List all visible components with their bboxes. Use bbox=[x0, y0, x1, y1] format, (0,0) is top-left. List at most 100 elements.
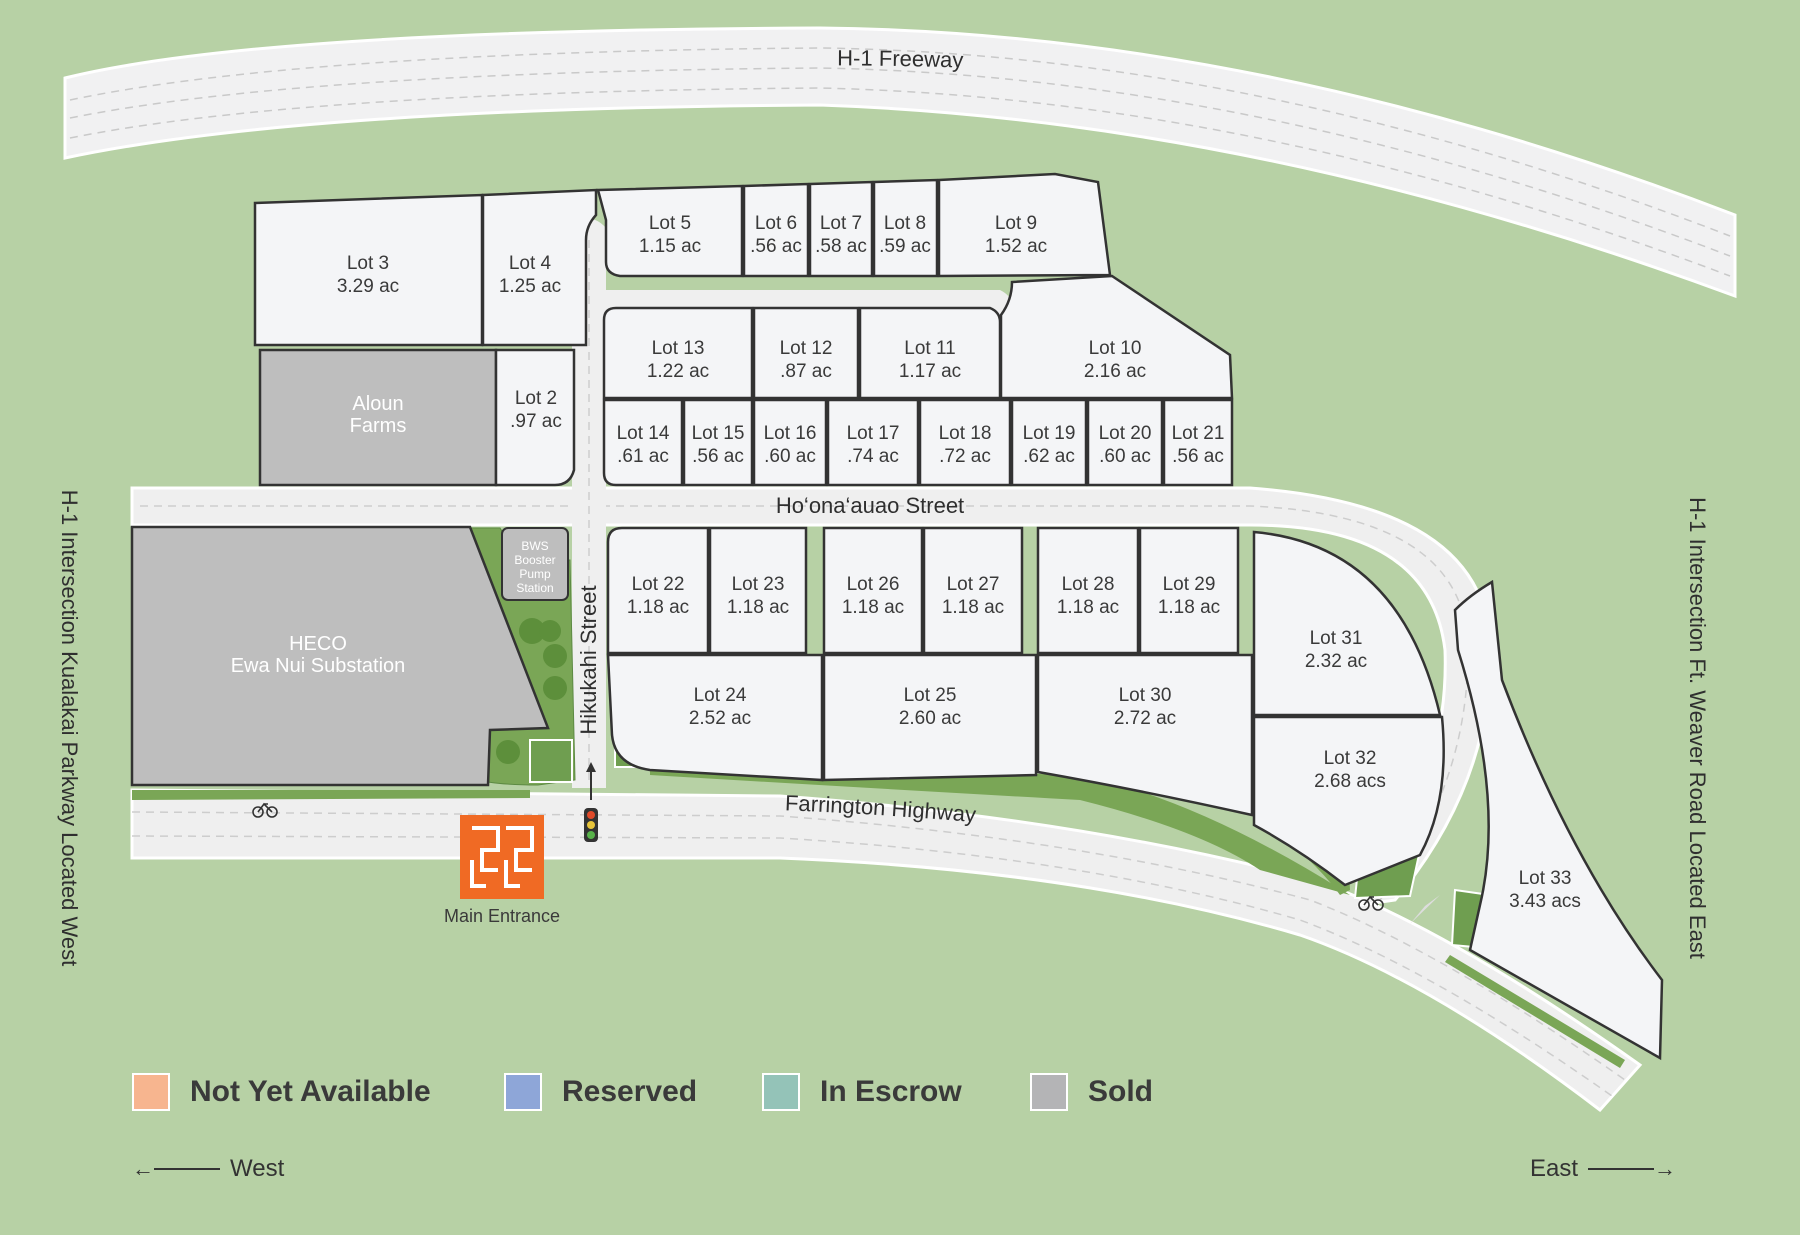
lot-shape[interactable] bbox=[682, 398, 754, 487]
lot-size: 1.18 ac bbox=[842, 597, 904, 618]
lot-shape[interactable] bbox=[826, 398, 920, 487]
lot-22-parcel[interactable]: Lot 221.18 ac bbox=[606, 526, 710, 655]
lot-26-parcel[interactable]: Lot 261.18 ac bbox=[822, 526, 924, 655]
lot-3-parcel[interactable]: Lot 33.29 ac bbox=[253, 193, 484, 347]
heco-substation-parcel[interactable]: HECO Ewa Nui Substation bbox=[130, 525, 550, 787]
lot-shape[interactable] bbox=[918, 398, 1012, 487]
lot-shape[interactable] bbox=[606, 526, 710, 655]
lot-size: .72 ac bbox=[939, 446, 991, 467]
lot-29-parcel[interactable]: Lot 291.18 ac bbox=[1138, 526, 1240, 655]
lot-21-parcel[interactable]: Lot 21.56 ac bbox=[1162, 398, 1234, 487]
lot-shape[interactable] bbox=[1010, 398, 1088, 487]
lot-shape[interactable] bbox=[752, 306, 860, 400]
legend: Not Yet Available Reserved In Escrow Sol… bbox=[132, 1070, 1172, 1118]
lot-15-parcel[interactable]: Lot 15.56 ac bbox=[682, 398, 754, 487]
entry-arrow-icon bbox=[586, 762, 596, 800]
lot-shape[interactable] bbox=[808, 180, 874, 278]
lot-shape[interactable] bbox=[494, 348, 576, 487]
lot-shape[interactable] bbox=[606, 653, 824, 782]
lot-28-parcel[interactable]: Lot 281.18 ac bbox=[1036, 526, 1140, 655]
west-direction: ← West bbox=[132, 1155, 284, 1183]
lot-shape[interactable] bbox=[596, 184, 744, 278]
svg-text:BWS: BWS bbox=[521, 539, 548, 553]
lot-shape[interactable] bbox=[822, 526, 924, 655]
lot-name: Lot 20 bbox=[1099, 423, 1152, 444]
lot-shape[interactable] bbox=[1453, 579, 1664, 1061]
west-side-label: H-1 Intersection Kualakai Parkway Locate… bbox=[57, 490, 82, 967]
h1-freeway bbox=[63, 26, 1737, 299]
lot-2-parcel[interactable]: Lot 2.97 ac bbox=[494, 348, 576, 487]
lot-shape[interactable] bbox=[999, 274, 1234, 400]
legend-item-not-yet-available: Not Yet Available bbox=[132, 1070, 431, 1114]
lot-shape[interactable] bbox=[822, 653, 1038, 782]
lot-10-parcel[interactable]: Lot 102.16 ac bbox=[999, 274, 1234, 400]
lot-name: Lot 23 bbox=[732, 574, 785, 595]
lot-32-parcel[interactable]: Lot 322.68 acs bbox=[1252, 715, 1445, 887]
lot-16-parcel[interactable]: Lot 16.60 ac bbox=[752, 398, 828, 487]
lot-13-parcel[interactable]: Lot 131.22 ac bbox=[602, 306, 754, 400]
lot-name: Lot 16 bbox=[764, 423, 817, 444]
lot-name: Lot 6 bbox=[755, 213, 797, 234]
bws-pump-station-parcel[interactable]: BWS Booster Pump Station bbox=[501, 527, 569, 601]
lot-20-parcel[interactable]: Lot 20.60 ac bbox=[1086, 398, 1164, 487]
lot-size: .56 ac bbox=[1172, 446, 1224, 467]
lot-shape[interactable] bbox=[872, 178, 939, 278]
arrow-line bbox=[154, 1168, 220, 1170]
lot-18-parcel[interactable]: Lot 18.72 ac bbox=[918, 398, 1012, 487]
lot-name: Lot 11 bbox=[904, 338, 955, 359]
lot-shape[interactable] bbox=[1162, 398, 1234, 487]
lot-name: Lot 19 bbox=[1023, 423, 1076, 444]
lot-shape[interactable] bbox=[922, 526, 1024, 655]
lot-shape[interactable] bbox=[1036, 653, 1254, 817]
lot-12-parcel[interactable]: Lot 12.87 ac bbox=[752, 306, 860, 400]
lot-name: Lot 5 bbox=[649, 213, 691, 234]
lot-shape[interactable] bbox=[1252, 530, 1442, 717]
lot-8-parcel[interactable]: Lot 8.59 ac bbox=[872, 178, 939, 278]
lot-7-parcel[interactable]: Lot 7.58 ac bbox=[808, 180, 874, 278]
west-label: West bbox=[230, 1155, 285, 1182]
lot-4-parcel[interactable]: Lot 41.25 ac bbox=[481, 188, 598, 347]
lot-size: 1.52 ac bbox=[985, 236, 1047, 257]
arrow-line bbox=[1588, 1168, 1655, 1170]
lot-shape[interactable] bbox=[602, 306, 754, 400]
lot-24-parcel[interactable]: Lot 242.52 ac bbox=[606, 653, 824, 782]
lot-size: .58 ac bbox=[815, 236, 867, 257]
lot-size: 1.18 ac bbox=[627, 597, 689, 618]
legend-swatch bbox=[762, 1073, 800, 1111]
lot-shape[interactable] bbox=[742, 182, 810, 278]
lot-shape[interactable] bbox=[481, 188, 598, 347]
lot-17-parcel[interactable]: Lot 17.74 ac bbox=[826, 398, 920, 487]
lot-25-parcel[interactable]: Lot 252.60 ac bbox=[822, 653, 1038, 782]
bike-icon bbox=[1358, 895, 1384, 911]
lot-5-parcel[interactable]: Lot 51.15 ac bbox=[596, 184, 744, 278]
lot-size: .59 ac bbox=[879, 236, 931, 257]
lot-shape[interactable] bbox=[1086, 398, 1164, 487]
lot-23-parcel[interactable]: Lot 231.18 ac bbox=[708, 526, 808, 655]
lot-name: Lot 33 bbox=[1519, 868, 1572, 889]
lot-shape[interactable] bbox=[1138, 526, 1240, 655]
lot-name: Lot 25 bbox=[904, 685, 957, 706]
aloun-farms-parcel[interactable]: Aloun Farms bbox=[258, 348, 498, 487]
lot-name: Lot 12 bbox=[780, 338, 833, 359]
lot-shape[interactable] bbox=[1036, 526, 1140, 655]
lot-31-parcel[interactable]: Lot 312.32 ac bbox=[1252, 530, 1442, 717]
legend-label: Not Yet Available bbox=[190, 1075, 431, 1108]
lot-27-parcel[interactable]: Lot 271.18 ac bbox=[922, 526, 1024, 655]
lot-14-parcel[interactable]: Lot 14.61 ac bbox=[602, 398, 684, 487]
lot-11-parcel[interactable]: Lot 111.17 ac bbox=[858, 306, 1002, 400]
lot-6-parcel[interactable]: Lot 6.56 ac bbox=[742, 182, 810, 278]
lot-shape[interactable] bbox=[752, 398, 828, 487]
lot-30-parcel[interactable]: Lot 302.72 ac bbox=[1036, 653, 1254, 817]
lot-33-parcel[interactable]: Lot 333.43 acs bbox=[1453, 579, 1664, 1061]
lot-shape[interactable] bbox=[937, 172, 1112, 278]
lot-shape[interactable] bbox=[1252, 715, 1445, 887]
lot-name: Lot 22 bbox=[632, 574, 685, 595]
lot-shape[interactable] bbox=[602, 398, 684, 487]
lot-shape[interactable] bbox=[708, 526, 808, 655]
lot-9-parcel[interactable]: Lot 91.52 ac bbox=[937, 172, 1112, 278]
lot-shape[interactable] bbox=[858, 306, 1002, 400]
lot-name: Lot 9 bbox=[995, 213, 1037, 234]
lot-size: 2.72 ac bbox=[1114, 708, 1176, 729]
lot-name: Lot 31 bbox=[1310, 628, 1363, 649]
lot-19-parcel[interactable]: Lot 19.62 ac bbox=[1010, 398, 1088, 487]
